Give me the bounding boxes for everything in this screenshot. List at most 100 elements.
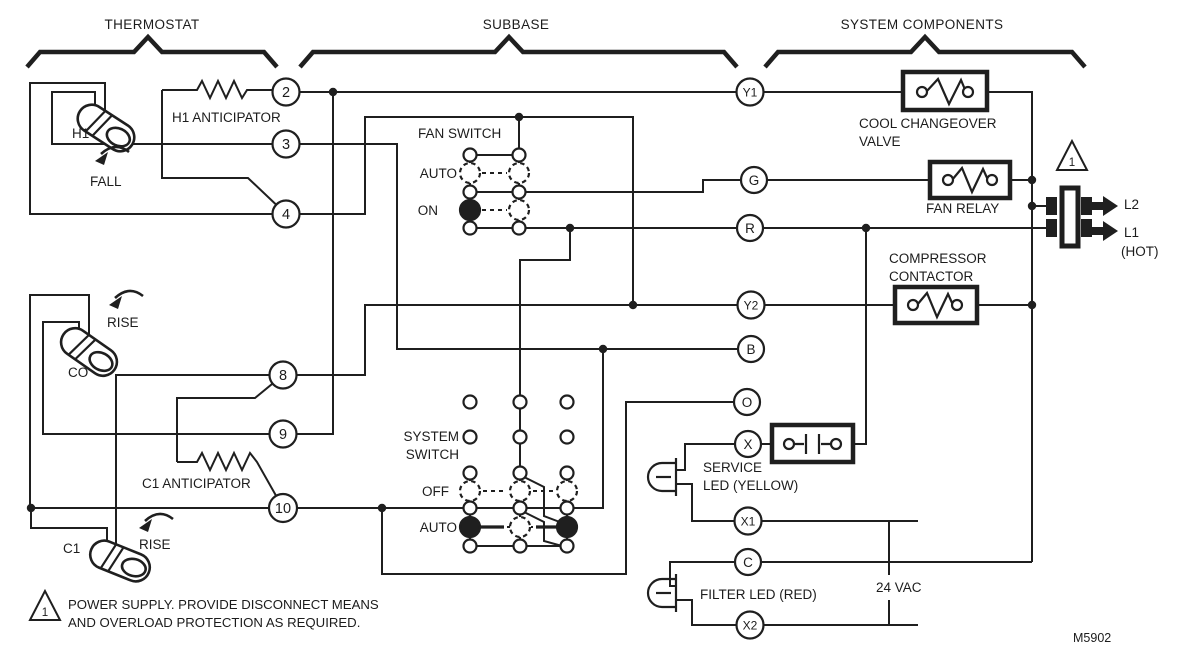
fan-contact xyxy=(462,184,478,200)
coil-terminal xyxy=(950,298,964,312)
coil-symbol xyxy=(925,77,968,107)
system-contact xyxy=(559,465,575,481)
system-off-position xyxy=(508,479,532,503)
system-switch-label-line1: SYSTEM xyxy=(403,429,459,444)
voltage-label: 24 VAC xyxy=(876,580,922,595)
coil-symbol xyxy=(916,290,955,320)
junction-dots xyxy=(26,87,1037,513)
wire xyxy=(676,599,750,626)
coil-symbol xyxy=(951,165,990,195)
rise-upper-arrow-icon xyxy=(109,289,144,309)
co-label: CO xyxy=(68,365,88,380)
thermostat-brace xyxy=(25,33,279,69)
cool-changeover-label-line1: COOL CHANGEOVER xyxy=(859,116,997,131)
filter-led-symbol xyxy=(646,574,678,612)
junction-dot xyxy=(1027,300,1037,310)
coil-terminal xyxy=(985,173,999,187)
transformer xyxy=(1046,185,1118,249)
section-system-components: SYSTEM COMPONENTS xyxy=(841,17,1004,32)
fall-label: FALL xyxy=(90,174,122,189)
svg-text:O: O xyxy=(742,395,753,410)
system-off-label: OFF xyxy=(422,484,449,499)
transformer-bar xyxy=(1046,219,1057,237)
system-off-position xyxy=(555,479,579,503)
terminal-r: R xyxy=(735,213,765,243)
junction-dot xyxy=(598,344,608,354)
terminal-o: O xyxy=(732,387,762,417)
c1-label: C1 xyxy=(63,541,80,556)
svg-text:G: G xyxy=(749,173,760,188)
junction-dot xyxy=(328,87,338,97)
cool-changeover-label-line2: VALVE xyxy=(859,134,901,149)
h1-mercury-bulb xyxy=(76,103,136,153)
fan-contact xyxy=(511,184,527,200)
power-note-line1: POWER SUPPLY. PROVIDE DISCONNECT MEANS xyxy=(68,597,379,612)
wire xyxy=(987,91,1033,562)
terminal-8: 8 xyxy=(268,360,298,390)
terminal-y2: Y2 xyxy=(736,290,766,320)
cool-changeover-valve xyxy=(900,69,990,113)
wire xyxy=(29,82,286,215)
compressor-label-line2: CONTACTOR xyxy=(889,269,974,284)
system-contact xyxy=(512,429,528,445)
compressor-contactor xyxy=(892,284,980,326)
system-contact xyxy=(512,538,528,554)
svg-text:10: 10 xyxy=(275,501,291,517)
system-contact xyxy=(512,465,528,481)
hot-label: (HOT) xyxy=(1121,244,1159,259)
svg-text:B: B xyxy=(746,342,755,357)
system-auto-position-selected xyxy=(555,515,579,539)
section-subbase: SUBBASE xyxy=(483,17,550,32)
fan-contact xyxy=(462,220,478,236)
wire xyxy=(519,228,571,481)
doc-number: M5902 xyxy=(1073,631,1111,645)
subbase-brace xyxy=(298,33,739,69)
svg-text:X2: X2 xyxy=(743,619,758,633)
wires xyxy=(29,78,1050,626)
svg-text:4: 4 xyxy=(282,207,290,223)
h1-label: H1 xyxy=(72,126,89,141)
led-shell xyxy=(646,461,676,493)
fall-arrow-icon xyxy=(95,145,130,165)
l2-arrow xyxy=(1092,196,1118,216)
contact-terminal xyxy=(829,437,843,451)
contact-terminal xyxy=(782,437,796,451)
terminals: 2 3 4 8 9 10 Y1 G xyxy=(267,77,769,640)
junction-dot xyxy=(565,223,575,233)
terminal-9: 9 xyxy=(268,419,298,449)
terminal-x2: X2 xyxy=(735,610,765,640)
filter-led-label: FILTER LED (RED) xyxy=(700,587,817,602)
power-supply-note: 1 POWER SUPPLY. PROVIDE DISCONNECT MEANS… xyxy=(28,588,379,630)
wire xyxy=(161,90,287,215)
fan-on-label: ON xyxy=(418,203,438,218)
c1-anticipator-label: C1 ANTICIPATOR xyxy=(142,476,251,491)
svg-text:R: R xyxy=(745,221,755,236)
terminal-b: B xyxy=(736,334,766,364)
compressor-contactor-box xyxy=(892,284,980,326)
h1-anticipator-label: H1 ANTICIPATOR xyxy=(172,110,281,125)
system-switch xyxy=(458,394,579,554)
fan-relay xyxy=(927,159,1013,201)
wire xyxy=(286,116,634,305)
system-auto-position xyxy=(508,515,532,539)
svg-text:3: 3 xyxy=(282,137,290,153)
system-contact xyxy=(559,429,575,445)
system-switch-zigzag xyxy=(519,509,563,547)
service-led-label-line1: SERVICE xyxy=(703,460,762,475)
terminal-c: C xyxy=(733,547,763,577)
junction-dot xyxy=(377,503,387,513)
system-contact xyxy=(462,500,478,516)
wire xyxy=(676,483,748,522)
wire xyxy=(381,401,747,575)
wire xyxy=(29,294,90,508)
terminal-x: X xyxy=(733,429,763,459)
system-contact xyxy=(462,394,478,410)
svg-text:2: 2 xyxy=(282,85,290,101)
junction-dot xyxy=(628,300,638,310)
service-led-symbol xyxy=(646,458,678,496)
junction-dot xyxy=(1027,175,1037,185)
wire xyxy=(115,374,283,550)
rise-lower-label: RISE xyxy=(139,537,171,552)
led-shell xyxy=(646,577,676,609)
